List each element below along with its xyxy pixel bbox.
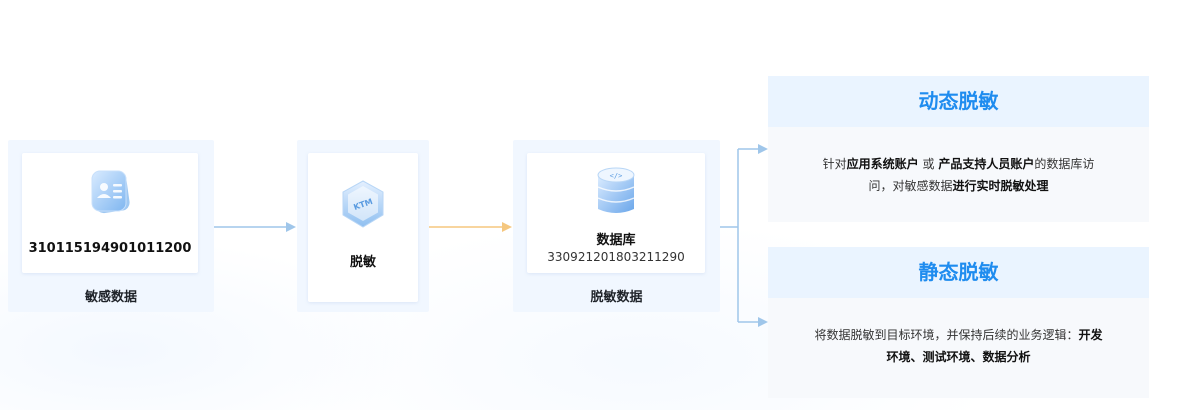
masked-data-caption: 脱敏数据 xyxy=(590,290,643,305)
dynamic-desc-text: 针对 xyxy=(822,157,847,171)
mask-cube-icon: KTM xyxy=(336,177,390,235)
sensitive-data-card: 310115194901011200 xyxy=(22,153,198,273)
arrow-sensitive-to-mask xyxy=(214,222,296,232)
mask-label: 脱敏 xyxy=(349,255,376,270)
svg-text:</>: </> xyxy=(610,172,623,180)
dynamic-desc-line-2: 问，对敏感数据进行实时脱敏处理 xyxy=(768,175,1149,197)
dynamic-masking-header: 动态脱敏 xyxy=(768,76,1149,127)
static-masking-title: 静态脱敏 xyxy=(918,260,999,284)
masking-card: KTM 脱敏 xyxy=(308,153,418,302)
database-title: 数据库 xyxy=(596,233,636,248)
database-value: 330921201803211290 xyxy=(547,250,685,264)
masking-panel: KTM 脱敏 xyxy=(297,140,429,312)
dynamic-desc-highlight: 进行实时脱敏处理 xyxy=(952,179,1049,193)
static-desc-line-2: 环境、测试环境、数据分析 xyxy=(768,346,1149,368)
sensitive-value: 310115194901011200 xyxy=(28,241,192,256)
sensitive-data-caption: 敏感数据 xyxy=(84,290,137,305)
static-desc-highlight: 环境、测试环境、数据分析 xyxy=(886,350,1031,364)
dynamic-desc-highlight: 应用系统账户 xyxy=(846,157,919,171)
dynamic-masking-description: 针对应用系统账户 或 产品支持人员账户的数据库访 问，对敏感数据进行实时脱敏处理 xyxy=(768,127,1149,222)
dynamic-desc-text: 问，对敏感数据 xyxy=(868,179,953,193)
static-desc-highlight: 开发 xyxy=(1078,328,1103,342)
dynamic-desc-text: 的数据库访 xyxy=(1034,157,1095,171)
dynamic-desc-line-1: 针对应用系统账户 或 产品支持人员账户的数据库访 xyxy=(768,153,1149,175)
arrow-mask-to-database xyxy=(429,222,512,232)
static-desc-line-1: 将数据脱敏到目标环境，并保持后续的业务逻辑：开发 xyxy=(768,324,1149,346)
dynamic-desc-text: 或 xyxy=(918,157,939,171)
static-desc-text: 将数据脱敏到目标环境，并保持后续的业务逻辑： xyxy=(814,328,1079,342)
dynamic-desc-highlight: 产品支持人员账户 xyxy=(938,157,1035,171)
database-card: </> 数据库 330921201803211290 xyxy=(527,153,705,273)
static-masking-header: 静态脱敏 xyxy=(768,247,1149,298)
masked-data-panel: </> 数据库 330921201803211290 脱敏数据 xyxy=(513,140,720,312)
dynamic-masking-title: 动态脱敏 xyxy=(918,89,999,113)
database-icon: </> xyxy=(592,165,640,223)
id-card-icon xyxy=(84,165,136,221)
sensitive-data-panel: 310115194901011200 敏感数据 xyxy=(8,140,214,312)
static-masking-description: 将数据脱敏到目标环境，并保持后续的业务逻辑：开发 环境、测试环境、数据分析 xyxy=(768,298,1149,398)
arrow-database-split xyxy=(720,144,768,327)
